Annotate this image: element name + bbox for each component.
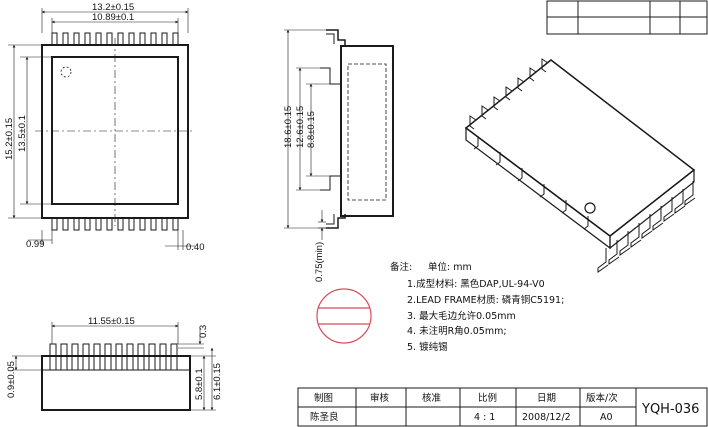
dim-front-total: 6.1±0.15 [212,363,223,400]
iso-pin1-dot [584,202,596,214]
dim-side-a: 18.6±0.15 [283,106,294,148]
isometric-view [464,58,696,273]
iso-back-pins [469,58,549,130]
tb-value-drawn: 陈圣良 [310,411,339,423]
note-item: 5. 镀纯锡 [407,341,448,353]
dim-front-body: 5.8±0.1 [194,368,205,400]
dim-height-inner: 13.5±0.1 [17,115,28,152]
dim-pad-gap: 0.99 [26,239,45,250]
tb-header-date: 日期 [537,393,556,404]
notes: 备注: 单位: mm 1.成型材料: 黑色DAP,UL-94-V0 2.LEAD… [390,261,564,353]
dim-front-width: 11.55±0.15 [88,316,135,327]
note-item: 1.成型材料: 黑色DAP,UL-94-V0 [407,278,545,290]
revision-table [546,0,708,35]
dim-pad-width: 0.40 [186,242,205,253]
dim-front-lead: 0.9±0.05 [6,361,17,398]
tb-header-version: 版本/次 [586,392,618,404]
dim-front-thick: 0.3 [198,325,209,338]
notes-unit: 单位: mm [428,261,472,273]
front-pins [49,343,178,371]
note-item: 2.LEAD FRAME材质: 磷青铜C5191; [407,294,564,306]
note-item: 3. 最大毛边允许0.05mm [407,310,516,322]
top-view [8,8,195,250]
tb-value-version: A0 [600,412,613,423]
approval-stamp [316,288,372,344]
dim-height-outer: 15.2±0.15 [4,118,15,160]
note-item: 4. 未注明R角0.05mm; [407,325,507,337]
bottom-pins [51,217,179,231]
pin1-mark [60,66,72,78]
drawing-number: YQH-036 [641,402,699,417]
top-pins [51,32,179,46]
dim-standoff: 0.75(min) [314,242,325,282]
dim-width-inner: 10.89±0.1 [92,12,134,23]
side-view-body [340,45,394,217]
tb-header-scale: 比例 [478,392,497,404]
notes-heading: 备注: [390,261,412,273]
tb-value-date: 2008/12/2 [522,412,571,423]
tb-value-scale: 4 : 1 [474,412,495,423]
title-block [297,387,708,427]
front-view [12,322,216,411]
iso-front-pins [597,181,696,273]
dim-width-outer: 13.2±0.15 [92,2,134,13]
tb-header-drawn: 制图 [314,392,333,404]
dim-side-b: 12.6±0.15 [295,106,306,148]
side-view [284,29,394,240]
dim-side-c: 8.8±0.15 [306,111,317,148]
tb-header-check: 审核 [370,392,390,404]
tb-header-approve: 核准 [422,392,442,404]
